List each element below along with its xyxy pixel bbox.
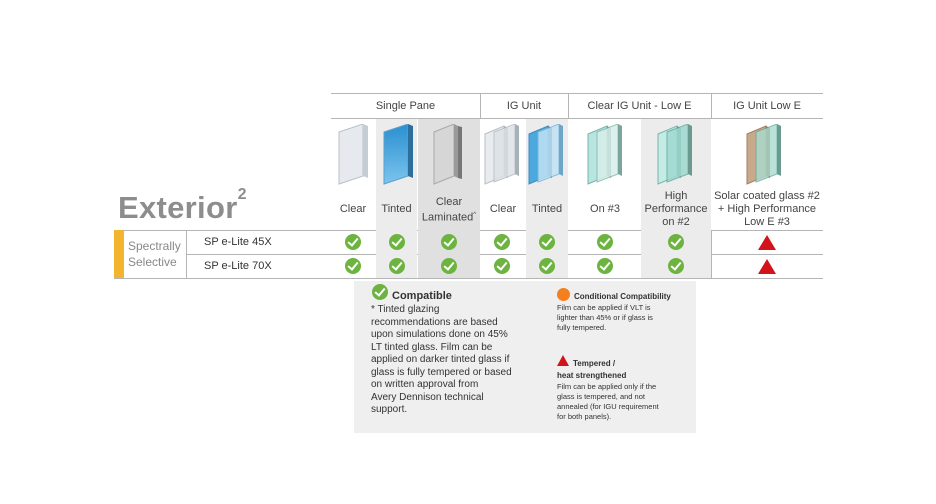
compatible-check-icon	[441, 258, 457, 274]
product-label-45x: SP e-Lite 45X	[204, 236, 272, 248]
row-divider	[186, 254, 823, 255]
group-header-ig-unit-low-e: IG Unit Low E	[733, 100, 801, 112]
legend-conditional-title: Conditional Compatibility	[574, 292, 671, 301]
compatible-check-icon	[668, 234, 684, 250]
compatible-check-icon	[494, 258, 510, 274]
legend-conditional-text: Film can be applied if VLT is lighter th…	[557, 303, 653, 332]
category-divider	[186, 230, 187, 278]
group-header-clear-ig-low-e: Clear IG Unit - Low E	[587, 100, 692, 112]
legend-tempered-title: Tempered /heat strengthened	[557, 359, 627, 380]
group-divider	[568, 93, 569, 118]
compatible-check-icon	[441, 234, 457, 250]
ig-clear-glass-icon	[484, 124, 519, 185]
legend-compatible-title: Compatible	[392, 290, 452, 302]
compatible-check-icon	[389, 234, 405, 250]
legend-panel: Compatible * Tinted glazing recommendati…	[354, 281, 696, 433]
compatible-check-icon	[597, 258, 613, 274]
group-divider	[711, 230, 712, 278]
group-header-ig-unit: IG Unit	[506, 100, 542, 112]
column-label-clear: Clear	[339, 203, 367, 215]
page-title: Exterior2	[118, 186, 247, 225]
column-label-ig-clear: Clear	[489, 203, 517, 215]
category-accent-bar	[114, 230, 124, 278]
column-label-ig-tinted: Tinted	[531, 203, 563, 215]
legend-check-icon	[372, 284, 388, 300]
compatible-check-icon	[494, 234, 510, 250]
single-clear-glass-icon	[338, 124, 368, 185]
column-label-on-3: On #3	[590, 203, 620, 215]
header-top-rule	[331, 93, 823, 94]
compatible-check-icon	[345, 258, 361, 274]
legend-compatible-text: * Tinted glazing recommendations are bas…	[371, 304, 512, 415]
compatible-check-icon	[539, 234, 555, 250]
compatible-check-icon	[668, 258, 684, 274]
lowe-high-performance-glass-icon	[657, 124, 692, 185]
compatible-check-icon	[389, 258, 405, 274]
group-divider	[711, 93, 712, 118]
compatible-check-icon	[345, 234, 361, 250]
compatible-check-icon	[539, 258, 555, 274]
legend-tempered-text: Film can be applied only if the glass is…	[557, 382, 659, 421]
group-header-single-pane: Single Pane	[375, 100, 436, 112]
column-label-tinted: Tinted	[381, 203, 412, 215]
single-laminated-glass-icon	[433, 124, 462, 185]
compatible-check-icon	[597, 234, 613, 250]
table-bottom-rule	[114, 278, 823, 279]
tempered-warning-icon	[758, 259, 776, 274]
tempered-triangle-icon	[557, 355, 569, 366]
header-group-rule	[331, 118, 823, 119]
lowe-on3-glass-icon	[587, 124, 622, 185]
conditional-dot-icon	[557, 288, 570, 301]
product-label-70x: SP e-Lite 70X	[204, 260, 272, 272]
single-tinted-glass-icon	[383, 124, 413, 185]
group-divider	[480, 93, 481, 118]
solar-coated-glass-icon	[746, 124, 781, 185]
ig-tinted-glass-icon	[528, 124, 563, 185]
tempered-warning-icon	[758, 235, 776, 250]
